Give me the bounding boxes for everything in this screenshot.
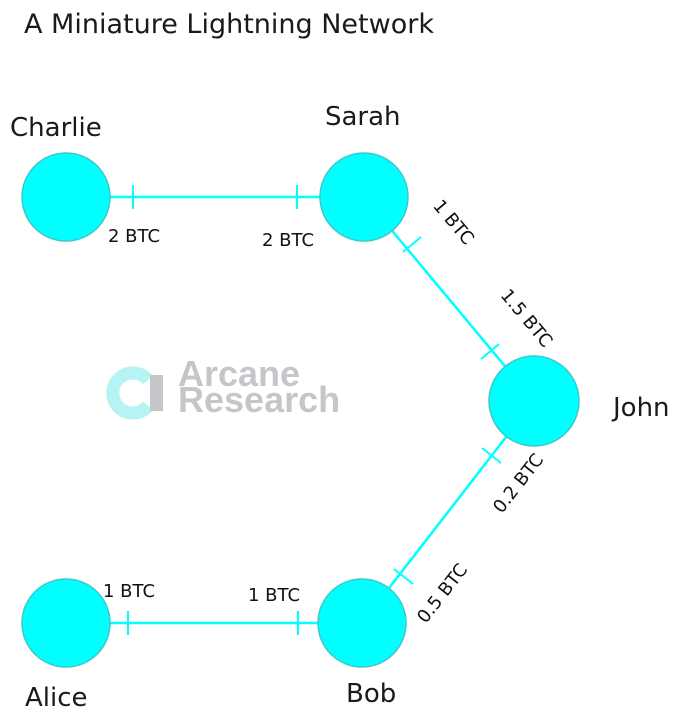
watermark-line2: Research — [178, 379, 340, 420]
arcane-research-watermark: Arcane Research — [106, 353, 340, 420]
node-john: John — [488, 355, 670, 447]
node-label: Sarah — [325, 102, 401, 132]
channel-tick-bob — [393, 568, 414, 585]
node-circle — [317, 578, 407, 668]
node-circle — [21, 578, 111, 668]
balance-john-bob-bob-side: 0.5 BTC — [413, 560, 472, 627]
watermark-line1: Arcane — [178, 353, 300, 394]
balance-sarah-john-john-side: 1.5 BTC — [496, 285, 557, 352]
node-bob: Bob — [317, 578, 407, 709]
balance-sarah-john-sarah-side: 1 BTC — [428, 196, 478, 249]
balance-charlie-sarah-sarah-side: 2 BTC — [262, 230, 314, 251]
arcane-logo-icon — [106, 366, 163, 420]
channel-john-bob — [361, 400, 535, 624]
diagram-title: A Miniature Lightning Network — [24, 9, 434, 40]
channel-line — [361, 400, 535, 624]
channel-tick-john — [481, 447, 502, 464]
node-label: Charlie — [10, 113, 102, 143]
channel-tick-john — [480, 343, 500, 360]
node-charlie: Charlie — [10, 113, 111, 242]
node-label: Bob — [346, 679, 396, 709]
balance-alice-bob-bob-side: 1 BTC — [248, 585, 300, 606]
node-circle — [488, 355, 580, 447]
channel-alice-bob — [66, 611, 362, 635]
balance-charlie-sarah-charlie-side: 2 BTC — [108, 226, 160, 247]
node-circle — [21, 152, 111, 242]
node-label: Alice — [25, 683, 88, 713]
node-alice: Alice — [21, 578, 111, 713]
node-circle — [319, 152, 409, 242]
node-label: John — [611, 393, 670, 423]
nodes: Charlie Sarah John Alice Bob — [10, 102, 670, 713]
channel-tick-sarah — [402, 236, 422, 253]
balance-alice-bob-alice-side: 1 BTC — [103, 581, 155, 602]
channel-charlie-sarah — [66, 185, 364, 209]
node-sarah: Sarah — [319, 102, 409, 242]
